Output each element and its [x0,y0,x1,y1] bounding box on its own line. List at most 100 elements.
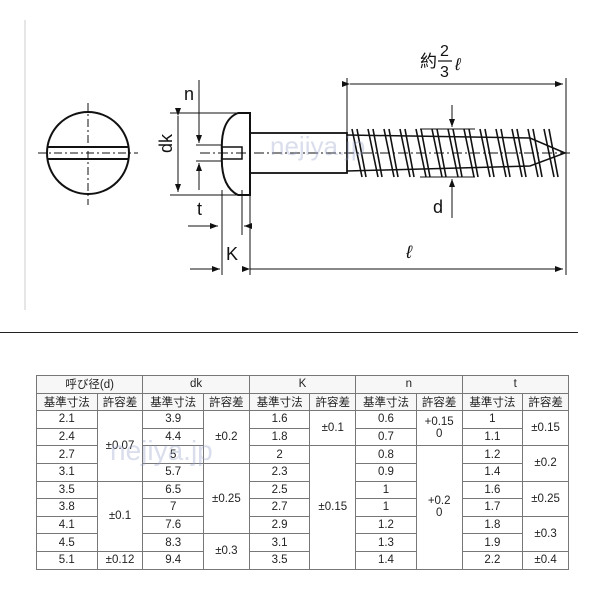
dk-base-cell: 9.4 [142,550,204,570]
n-label: n [184,84,194,104]
dk-label: dk [156,133,176,153]
group-header-t: t [461,375,570,394]
d-base-cell: 2.1 [36,410,98,429]
K-tolerance-cell: ±0.15 [309,445,357,570]
dk-base-cell: 6.5 [142,480,204,500]
t-tolerance-cell: ±0.25 [522,480,569,517]
K-base-cell: 3.1 [248,533,311,552]
two-thirds-l-label: ℓ [454,55,461,74]
dk-tolerance-cell: ±0.2 [203,410,250,464]
t-label: t [197,199,202,219]
K-base-cell: 2 [248,445,311,464]
l-label: ℓ [405,242,413,262]
group-header-K: K [248,375,357,394]
two-thirds-prefix: 約 [420,52,437,71]
n-tolerance-cell: +0.2 0 [415,445,463,570]
t-base-cell: 1.6 [461,480,524,500]
d-base-cell: 3.1 [36,462,98,482]
K-base-cell: 2.9 [248,515,311,535]
thread-turn [511,128,527,178]
tolerance-header: 許容差 [522,392,569,412]
n-base-cell: 0.7 [355,427,417,447]
d-base-cell: 3.5 [36,480,98,500]
d-base-cell: 4.5 [36,533,98,552]
tolerance-header: 許容差 [96,392,144,412]
t-base-cell: 1.9 [461,533,524,552]
dk-base-cell: 4.4 [142,427,204,447]
n-base-cell: 1 [355,480,417,500]
screw-side-view [200,112,570,196]
end-view [38,103,138,205]
d-tolerance-cell: ±0.1 [96,480,144,552]
base-size-header: 基準寸法 [248,392,311,412]
group-header-d: 呼び径(d) [35,375,144,394]
base-size-header: 基準寸法 [355,392,417,412]
d-tolerance-cell: ±0.12 [96,550,144,570]
n-base-cell: 0.8 [355,445,417,464]
n-base-cell: 1.3 [355,533,417,552]
n-base-cell: 1.2 [355,515,417,535]
tolerance-header: 許容差 [309,392,357,412]
thread-turn [367,128,383,178]
dk-base-cell: 5 [142,445,204,464]
d-base-cell: 5.1 [36,550,98,570]
d-base-cell: 4.1 [36,515,98,535]
base-size-header: 基準寸法 [461,392,524,412]
t-tolerance-cell: ±0.15 [522,410,569,447]
base-size-header: 基準寸法 [36,392,98,412]
group-header-n: n [355,375,463,394]
table-row: 3.8 7 2.7 1 1.7 [36,498,569,517]
K-base-cell: 3.5 [248,550,311,570]
group-header-dk: dk [142,375,250,394]
d-base-cell: 2.7 [36,445,98,464]
t-base-cell: 1.1 [461,427,524,447]
t-base-cell: 2.2 [461,550,524,570]
n-base-cell: 1 [355,498,417,517]
K-label: K [226,244,238,264]
t-base-cell: 1.8 [461,515,524,535]
screw-drawing: 約 2 3 ℓ n dk t K d ℓ nejiya.jp [38,43,570,275]
n-base-cell: 1.4 [355,550,417,570]
dk-base-cell: 7 [142,498,204,517]
two-thirds-denominator: 3 [440,64,449,81]
K-base-cell: 1.8 [248,427,311,447]
d-tolerance-cell: ±0.07 [96,410,144,482]
t-tolerance-cell: ±0.4 [522,550,569,570]
section-divider [0,332,578,333]
table-row: 2.4 4.4 1.8 0.7 1.1 [36,427,569,447]
d-base-cell: 3.8 [36,498,98,517]
dk-base-cell: 5.7 [142,462,204,482]
n-base-cell: 0.6 [355,410,417,429]
t-tolerance-cell: ±0.3 [522,515,569,552]
K-base-cell: 2.7 [248,498,311,517]
K-tolerance-cell: ±0.1 [309,410,357,447]
n-tolerance-cell: +0.15 0 [415,410,463,447]
K-base-cell: 1.6 [248,410,311,429]
t-base-cell: 1.4 [461,462,524,482]
dk-base-cell: 3.9 [142,410,204,429]
dk-base-cell: 7.6 [142,515,204,535]
t-tolerance-cell: ±0.2 [522,445,569,482]
table-row: 4.1 7.6 2.9 1.2 1.8±0.3 [36,515,569,552]
dk-base-cell: 8.3 [142,533,204,552]
tolerance-header: 許容差 [203,392,250,412]
dimension-lines [170,78,567,275]
d-base-cell: 2.4 [36,427,98,447]
two-thirds-numerator: 2 [440,43,449,60]
t-base-cell: 1 [461,410,524,429]
dk-tolerance-cell: ±0.25 [203,462,250,535]
t-base-cell: 1.7 [461,498,524,517]
watermark-drawing: nejiya.jp [270,131,365,161]
t-base-cell: 1.2 [461,445,524,464]
n-base-cell: 0.9 [355,462,417,482]
base-size-header: 基準寸法 [142,392,204,412]
tolerance-header: 許容差 [415,392,463,412]
K-base-cell: 2.5 [248,480,311,500]
left-border-line [24,20,26,310]
K-base-cell: 2.3 [248,462,311,482]
